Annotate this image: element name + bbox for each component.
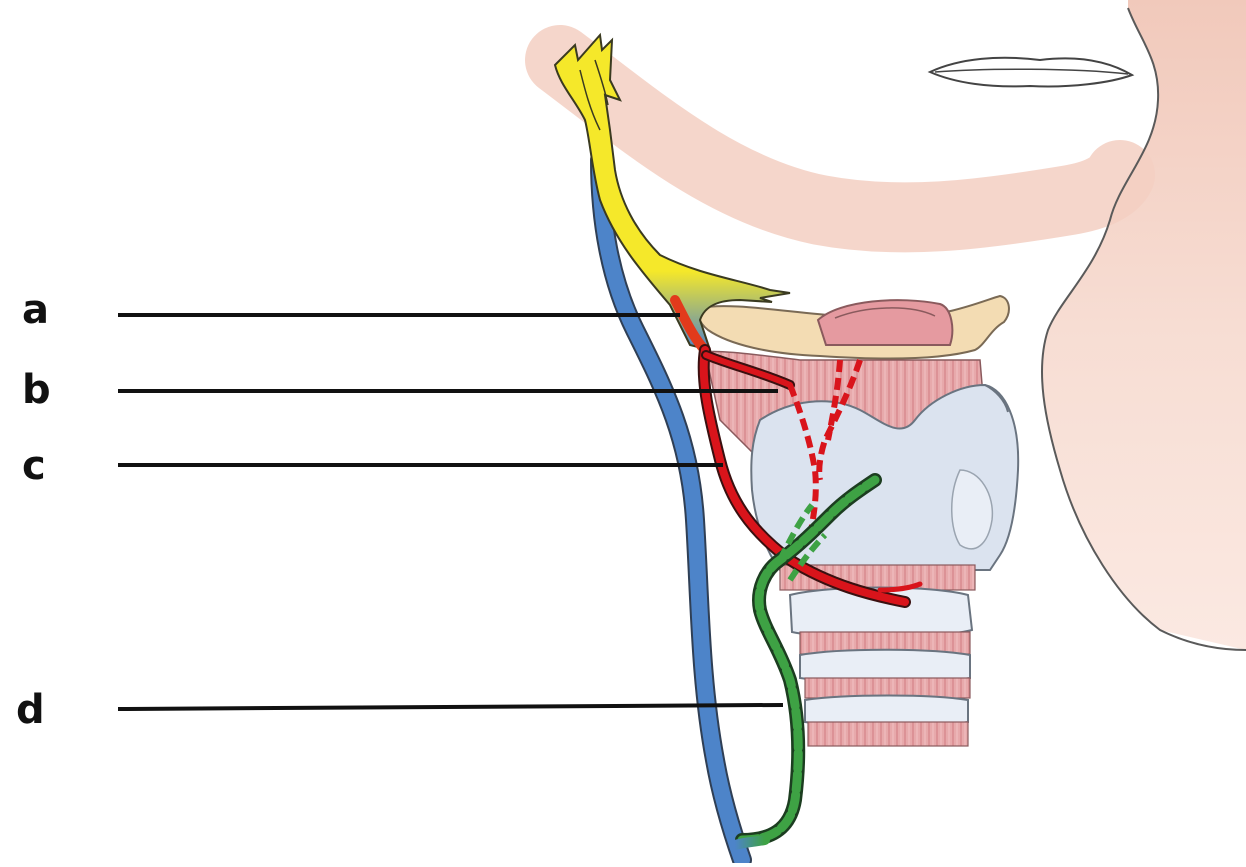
label-b: b — [22, 370, 51, 410]
label-a: a — [22, 290, 49, 330]
leader-line-b — [118, 389, 778, 393]
leader-line-a — [118, 313, 680, 317]
label-c: c — [22, 446, 46, 486]
leader-line-c — [118, 463, 723, 467]
epiglottis — [818, 300, 952, 345]
label-d: d — [16, 690, 45, 730]
